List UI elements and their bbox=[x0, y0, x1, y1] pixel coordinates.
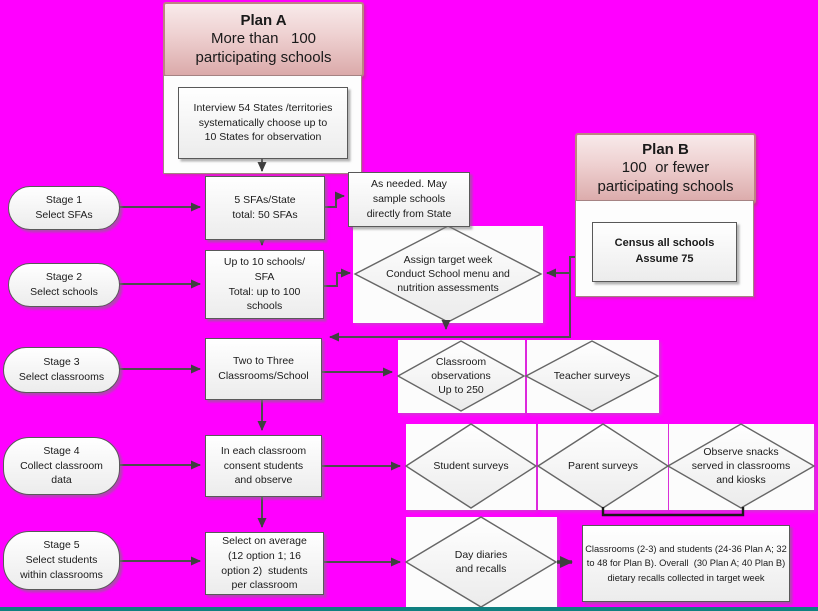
two-three-classrooms-box: Two to Three Classrooms/School bbox=[205, 338, 322, 400]
teacher-surveys-label: Teacher surveys bbox=[553, 369, 631, 382]
student-surveys-label: Student surveys bbox=[433, 459, 509, 472]
plan-a-title: Plan A bbox=[240, 11, 287, 29]
observe-snacks-label: Observe snacks served in classrooms and … bbox=[691, 445, 791, 487]
stage2-node: Stage 2 Select schools bbox=[8, 263, 120, 307]
up-to-10-schools-text: Up to 10 schools/ SFA Total: up to 100 s… bbox=[223, 255, 306, 313]
arrow-sfas-to-asneeded bbox=[324, 191, 345, 208]
assign-week-label: Assign target week Conduct School menu a… bbox=[386, 253, 510, 295]
as-needed-box: As needed. May sample schools directly f… bbox=[348, 172, 470, 227]
as-needed-text: As needed. May sample schools directly f… bbox=[366, 178, 452, 220]
bottom-teal-bar bbox=[0, 607, 818, 611]
select-average-students-text: Select on average (12 option 1; 16 optio… bbox=[221, 534, 308, 592]
stage4-label: Stage 4 Collect classroom data bbox=[20, 444, 103, 487]
up-to-10-schools-box: Up to 10 schools/ SFA Total: up to 100 s… bbox=[205, 250, 324, 319]
stage1-label: Stage 1 Select SFAs bbox=[35, 194, 93, 221]
plan-a-subtitle: More than 100 participating schools bbox=[195, 29, 332, 67]
stage5-label: Stage 5 Select students within classroom… bbox=[20, 539, 103, 581]
plan-b-title: Plan B bbox=[642, 140, 689, 158]
day-diaries-label: Day diaries and recalls bbox=[454, 548, 508, 575]
plan-b-subtitle: 100 or fewer participating schools bbox=[597, 158, 734, 196]
census-schools-box: Census all schools Assume 75 bbox=[592, 222, 737, 282]
recalls-summary-box: Classrooms (2-3) and students (24-36 Pla… bbox=[582, 525, 790, 602]
census-schools-text: Census all schools Assume 75 bbox=[614, 237, 715, 265]
stage5-node: Stage 5 Select students within classroom… bbox=[3, 531, 120, 590]
stage2-label: Stage 2 Select schools bbox=[30, 271, 98, 298]
consent-students-box: In each classroom consent students and o… bbox=[205, 435, 322, 497]
two-three-classrooms-text: Two to Three Classrooms/School bbox=[218, 355, 309, 382]
plan-b-header: Plan B 100 or fewer participating school… bbox=[575, 133, 756, 204]
plan-a-header: Plan A More than 100 participating schoo… bbox=[163, 2, 364, 77]
consent-students-text: In each classroom consent students and o… bbox=[220, 444, 307, 487]
stage1-node: Stage 1 Select SFAs bbox=[8, 186, 120, 230]
recalls-summary-text: Classrooms (2-3) and students (24-36 Pla… bbox=[585, 543, 790, 583]
parent-surveys-label: Parent surveys bbox=[567, 459, 639, 472]
sfas-per-state-text: 5 SFAs/State total: 50 SFAs bbox=[232, 194, 298, 221]
interview-states-box: Interview 54 States /territories systema… bbox=[178, 87, 348, 159]
arrow-upto10-to-assign bbox=[323, 268, 351, 287]
stage3-node: Stage 3 Select classrooms bbox=[3, 347, 120, 393]
select-average-students-box: Select on average (12 option 1; 16 optio… bbox=[205, 532, 324, 595]
sfas-per-state-box: 5 SFAs/State total: 50 SFAs bbox=[205, 176, 325, 240]
stage3-label: Stage 3 Select classrooms bbox=[18, 356, 105, 383]
interview-states-text: Interview 54 States /territories systema… bbox=[193, 101, 333, 144]
stage4-node: Stage 4 Collect classroom data bbox=[3, 437, 120, 495]
classroom-observations-label: Classroom observations Up to 250 bbox=[431, 355, 491, 397]
